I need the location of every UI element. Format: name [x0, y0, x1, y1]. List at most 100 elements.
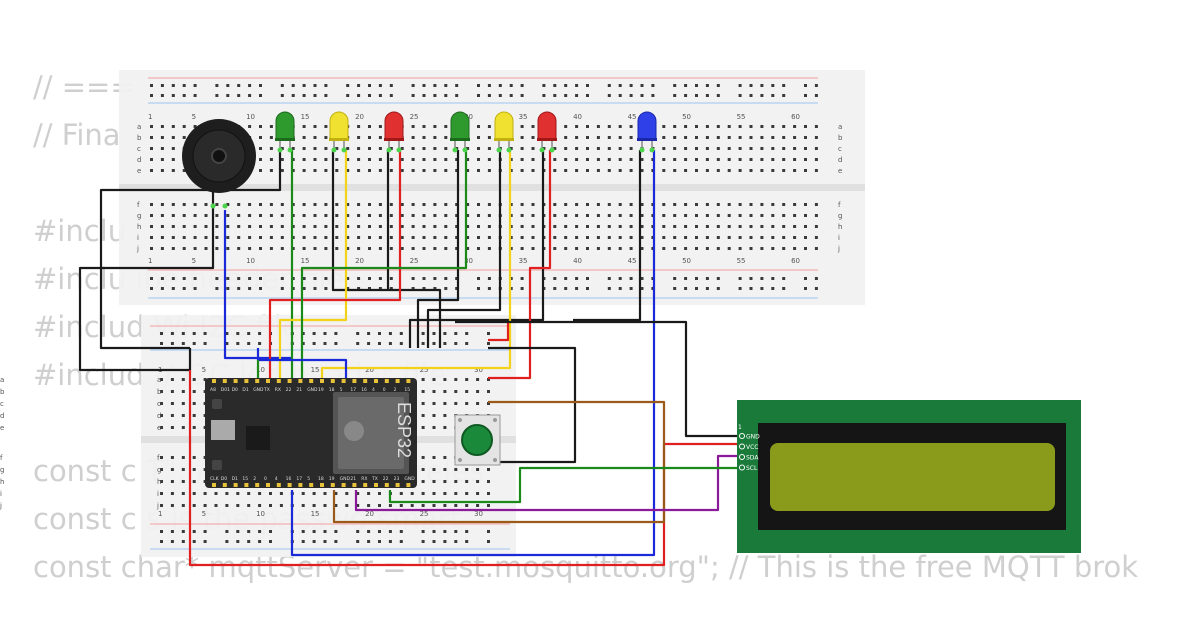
- breadboard-hole: [575, 225, 579, 228]
- breadboard-hole: [248, 225, 252, 228]
- breadboard-hole: [192, 332, 196, 335]
- breadboard-hole: [356, 492, 360, 495]
- breadboard-hole: [618, 236, 622, 239]
- wires: [78, 150, 742, 567]
- breadboard-hole: [782, 158, 786, 161]
- breadboard-hole: [269, 136, 273, 139]
- breadboard-hole: [258, 342, 262, 345]
- wire-red-top: [488, 322, 510, 342]
- breadboard-hole: [389, 236, 393, 239]
- breadboard-hole: [738, 214, 742, 217]
- breadboard-hole: [181, 492, 185, 495]
- breadboard-hole: [444, 214, 448, 217]
- breadboard-hole: [433, 203, 437, 206]
- esp32-pin-label: 18: [329, 387, 335, 393]
- breadboard-hole: [444, 287, 448, 290]
- breadboard-hole: [192, 456, 196, 459]
- breadboard-hole: [422, 225, 426, 228]
- esp32-pin: [384, 483, 389, 487]
- wire-buzzer-gnd: [78, 210, 215, 372]
- breadboard-hole: [150, 84, 153, 87]
- breadboard-hole: [684, 247, 688, 250]
- breadboard-hole: [684, 169, 688, 172]
- breadboard-hole: [378, 147, 382, 150]
- breadboard-hole: [749, 225, 753, 228]
- breadboard-hole: [247, 492, 251, 495]
- breadboard-hole: [433, 136, 437, 139]
- breadboard-hole: [203, 540, 207, 543]
- breadboard-hole: [170, 426, 174, 429]
- breadboard-hole: [520, 214, 524, 217]
- breadboard-hole: [509, 287, 513, 290]
- breadboard-hole: [586, 247, 589, 250]
- breadboard-row-letter: g: [157, 466, 161, 474]
- breadboard-hole: [389, 169, 393, 172]
- breadboard-hole: [564, 169, 568, 172]
- breadboard-hole: [182, 247, 186, 250]
- breadboard-hole: [684, 277, 688, 280]
- breadboard-hole: [564, 136, 568, 139]
- wire-led-green-2: [300, 150, 468, 378]
- breadboard-hole: [204, 236, 208, 239]
- breadboard-hole: [705, 94, 709, 97]
- breadboard-hole: [487, 332, 490, 335]
- breadboard-hole: [629, 125, 633, 128]
- breadboard-hole: [793, 169, 797, 172]
- buzzer: [182, 119, 256, 209]
- breadboard-hole: [618, 287, 622, 290]
- breadboard-hole: [182, 169, 186, 172]
- breadboard-hole: [629, 214, 633, 217]
- breadboard-hole: [378, 332, 381, 335]
- breadboard-hole: [575, 203, 579, 206]
- breadboard-hole: [225, 540, 229, 543]
- breadboard-hole: [487, 378, 490, 381]
- breadboard-hole: [192, 492, 196, 495]
- breadboard-hole: [150, 158, 153, 161]
- led-group: [275, 111, 657, 153]
- breadboard-hole: [607, 169, 611, 172]
- esp32-pin-label: 4: [275, 476, 278, 482]
- breadboard-hole: [465, 402, 469, 405]
- breadboard-row-letter: i: [137, 234, 139, 242]
- breadboard-hole: [727, 247, 731, 250]
- breadboard-hole: [705, 247, 709, 250]
- breadboard-hole: [771, 136, 775, 139]
- breadboard-hole: [509, 169, 513, 172]
- breadboard-hole: [171, 84, 175, 87]
- breadboard-hole: [248, 94, 252, 97]
- breadboard-hole: [367, 540, 371, 543]
- breadboard-hole: [466, 214, 470, 217]
- breadboard-hole: [193, 287, 197, 290]
- breadboard-hole: [160, 504, 163, 507]
- esp32-pin: [266, 379, 270, 383]
- breadboard-hole: [357, 287, 361, 290]
- breadboard-hole: [564, 125, 568, 128]
- breadboard-hole: [455, 94, 459, 97]
- breadboard-hole: [378, 203, 382, 206]
- breadboard-hole: [760, 158, 764, 161]
- breadboard-hole: [192, 378, 196, 381]
- breadboard-column-number: 30: [474, 510, 483, 518]
- breadboard-column-number: 40: [573, 257, 582, 265]
- breadboard-hole: [487, 530, 490, 533]
- breadboard-hole: [738, 94, 742, 97]
- breadboard-hole: [564, 277, 568, 280]
- breadboard-hole: [181, 504, 185, 507]
- breadboard-hole: [586, 287, 589, 290]
- breadboard-hole: [782, 147, 786, 150]
- esp32-pin-label: GND: [307, 387, 318, 393]
- push-button[interactable]: [454, 414, 501, 466]
- breadboard-hole: [814, 203, 818, 206]
- breadboard-hole: [280, 169, 284, 172]
- breadboard-hole: [607, 147, 611, 150]
- breadboard-hole: [313, 277, 317, 280]
- breadboard-hole: [269, 147, 273, 150]
- breadboard-hole: [793, 147, 797, 150]
- breadboard-hole: [357, 136, 361, 139]
- breadboard-hole: [520, 287, 524, 290]
- breadboard-hole: [651, 84, 655, 87]
- breadboard-row-letter: j: [136, 245, 139, 253]
- breadboard-hole: [215, 84, 219, 87]
- breadboard-hole: [258, 504, 262, 507]
